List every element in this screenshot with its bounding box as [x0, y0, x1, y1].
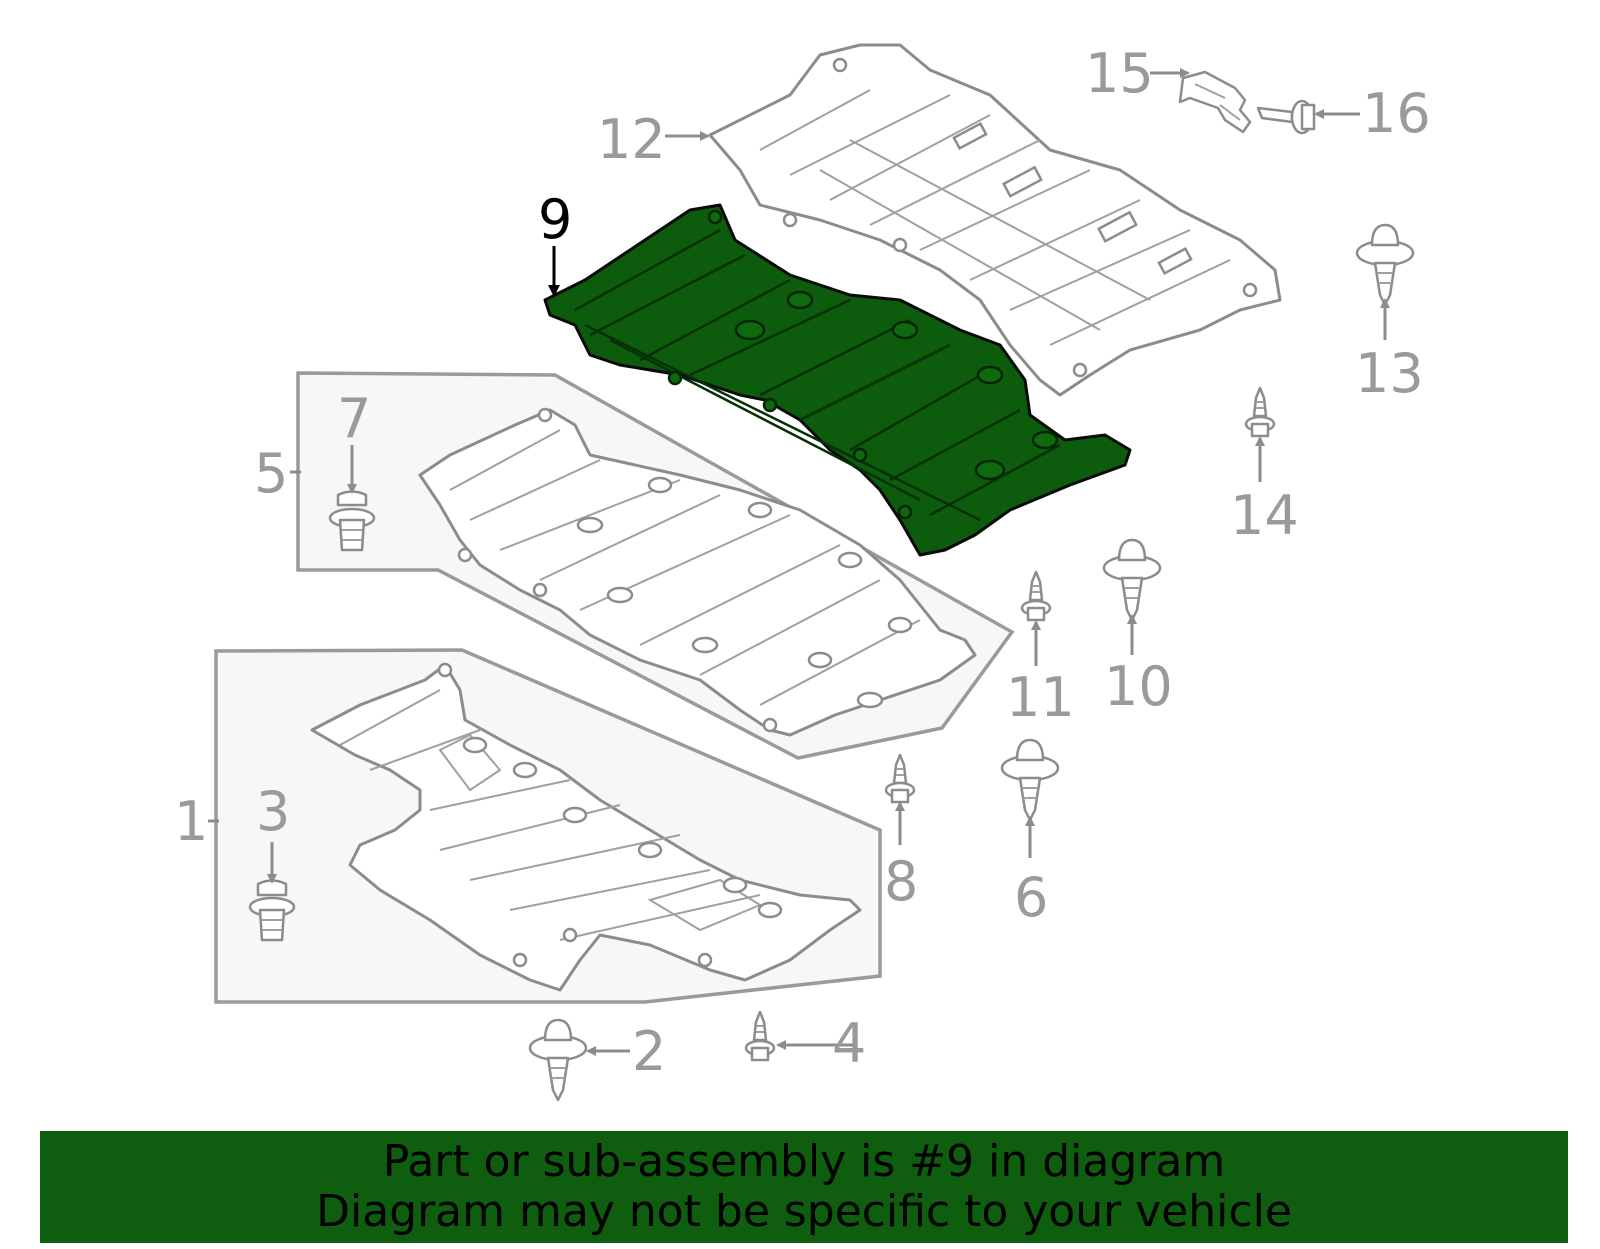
callout-13: 13	[1355, 342, 1424, 405]
part-1-front-under-cover[interactable]	[310, 662, 862, 992]
callout-2: 2	[632, 1020, 666, 1083]
callout-12: 12	[597, 108, 666, 171]
callout-11: 11	[1006, 666, 1075, 729]
part-5-under-cover[interactable]	[418, 407, 977, 737]
callout-4: 4	[832, 1012, 866, 1075]
part-12-rear-under-cover[interactable]	[708, 43, 1282, 397]
fastener-6-clip[interactable]	[1000, 738, 1060, 822]
callout-9: 9	[538, 188, 572, 251]
info-banner: Part or sub-assembly is #9 in diagram Di…	[40, 1131, 1568, 1243]
banner-line-disclaimer: Diagram may not be specific to your vehi…	[316, 1186, 1292, 1237]
callout-5: 5	[254, 442, 288, 505]
leader-lines	[208, 68, 1390, 1056]
fastener-11-screw[interactable]	[1020, 570, 1052, 622]
callout-7: 7	[337, 387, 371, 450]
fastener-3-clip[interactable]	[248, 879, 296, 942]
fastener-14-screw[interactable]	[1244, 386, 1276, 438]
fastener-8-screw[interactable]	[884, 753, 916, 804]
callout-3: 3	[256, 780, 290, 843]
callout-15: 15	[1085, 42, 1154, 105]
fastener-10-clip[interactable]	[1102, 538, 1162, 622]
fastener-13-clip[interactable]	[1355, 223, 1415, 307]
callout-16: 16	[1362, 82, 1431, 145]
callout-10: 10	[1104, 655, 1173, 718]
banner-line-part: Part or sub-assembly is #9 in diagram	[382, 1136, 1226, 1187]
fastener-16-screw[interactable]	[1256, 99, 1316, 135]
callout-14: 14	[1230, 484, 1299, 547]
callout-labels: 1 2 3 4 5 6 7 8 9 10 11 12 13 14 15 16	[174, 42, 1431, 1083]
callout-1: 1	[174, 790, 208, 853]
fastener-4-screw[interactable]	[744, 1010, 776, 1062]
part-9-center-under-cover[interactable]	[543, 203, 1132, 557]
part-15-bracket[interactable]	[1178, 70, 1252, 134]
callout-6: 6	[1014, 866, 1048, 929]
callout-8: 8	[884, 850, 918, 913]
fastener-2-clip[interactable]	[528, 1018, 588, 1102]
